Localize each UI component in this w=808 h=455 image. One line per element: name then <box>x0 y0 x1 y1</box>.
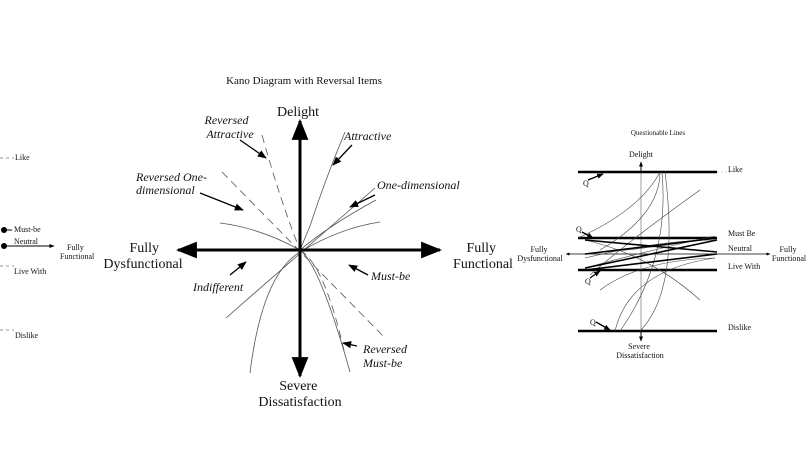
indifferent-label: Indifferent <box>192 280 244 294</box>
indifferent-arrow <box>229 261 247 276</box>
left-live-with-label: Live With <box>14 267 46 276</box>
attractive-arrow <box>332 144 353 166</box>
questionable-lines-panel: Questionable Lines Delight Like Must Be … <box>517 129 807 360</box>
questionable-curves <box>577 171 716 332</box>
right-fully-functional-label: Fully Functional <box>772 245 807 263</box>
reversed-attractive-arrow <box>239 139 267 159</box>
delight-label: Delight <box>277 105 319 120</box>
q-label-must-be: Q <box>576 225 582 234</box>
q-arrow-like <box>587 173 604 181</box>
q-arrow-dislike <box>595 321 611 331</box>
left-like-label: Like <box>15 153 30 162</box>
one-dimensional-label: One-dimensional <box>377 178 460 192</box>
reversed-attractive-dashed-curve <box>261 134 301 251</box>
reversed-one-dimensional-line <box>221 171 386 339</box>
left-neutral-label: Neutral <box>14 237 39 246</box>
fully-functional-label: Fully Functional <box>453 241 513 272</box>
must-be-label: Must-be <box>370 269 411 283</box>
reversed-one-dimensional-arrow <box>199 192 244 211</box>
reversed-attractive-curve <box>219 222 351 373</box>
diagram-title: Kano Diagram with Reversal Items <box>226 75 382 87</box>
attractive-curve-joint <box>299 199 377 251</box>
right-severe-dissatisfaction-label: Severe Dissatisfaction <box>616 342 664 360</box>
right-neutral-label: Neutral <box>728 244 753 253</box>
reversed-must-be-dashed-curve <box>299 249 346 356</box>
right-must-be-label: Must Be <box>728 229 756 238</box>
must-be-arrow <box>348 264 369 276</box>
fully-dysfunctional-label: Fully Dysfunctional <box>103 241 182 272</box>
questionable-lines-title: Questionable Lines <box>631 129 686 137</box>
must-be-curve <box>249 221 381 374</box>
reversed-must-be-arrow <box>342 341 358 349</box>
attractive-label: Attractive <box>343 129 392 143</box>
reversed-attractive-label: Reversed Attractive <box>204 113 255 141</box>
attractive-curve-upper <box>299 131 346 251</box>
right-dislike-label: Dislike <box>728 323 752 332</box>
q-label-like: Q <box>583 179 589 188</box>
left-dislike-label: Dislike <box>15 331 39 340</box>
q-label-live-with: Q <box>585 277 591 286</box>
main-diagram: Delight Fully Dysfunctional Fully Functi… <box>103 105 513 410</box>
right-fully-dysfunctional-label: Fully Dysfunctional <box>517 245 563 263</box>
q-arrow-live-with <box>589 270 601 279</box>
one-dimensional-arrow <box>349 194 376 208</box>
q-label-dislike: Q <box>590 318 596 327</box>
reversed-one-dimensional-label: Reversed One- dimensional <box>135 170 210 197</box>
questionable-bold-lines <box>584 237 718 271</box>
left-must-be-label: Must-be <box>14 225 41 234</box>
left-panel: Like Must-be Neutral Fully Functional Li… <box>0 153 95 340</box>
right-delight-label: Delight <box>629 150 654 159</box>
q-arrow-must-be <box>581 231 594 239</box>
left-fully-functional-label: Fully Functional <box>60 243 95 261</box>
reversed-must-be-label: Reversed Must-be <box>362 342 410 370</box>
right-live-with-label: Live With <box>728 262 760 271</box>
right-like-label: Like <box>728 165 743 174</box>
severe-dissatisfaction-label: Severe Dissatisfaction <box>258 379 341 410</box>
